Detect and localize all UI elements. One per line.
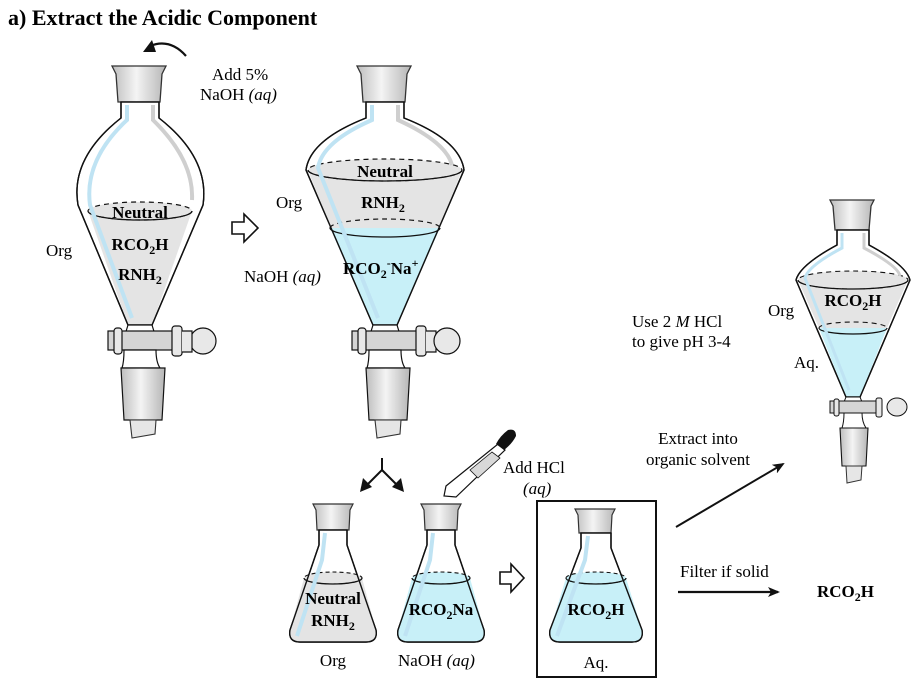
flask-organic: Neutral RNH2 Org	[289, 503, 377, 670]
flask-label-aq: Aq.	[583, 653, 608, 672]
stopper-icon	[312, 503, 354, 531]
reagent-label-hcl: Add HCl	[503, 458, 565, 477]
content-neutral: Neutral	[305, 589, 361, 608]
content-neutral: Neutral	[112, 203, 168, 222]
content-rco2h: RCO2H	[111, 235, 168, 257]
layer-label-org: Org	[768, 301, 795, 320]
aqueous-layer	[330, 228, 440, 325]
organic-layer	[289, 578, 377, 642]
stopper-icon	[420, 503, 462, 531]
flask-aqueous: RCO2Na NaOH (aq)	[397, 503, 485, 670]
stopper-icon	[110, 65, 168, 103]
content-neutral: Neutral	[357, 162, 413, 181]
stopcock-handle	[189, 327, 217, 355]
drip-tip	[374, 419, 402, 439]
extract-label-line1: Extract into	[658, 429, 738, 448]
content-rnh2: RNH2	[311, 611, 355, 633]
section-title: a) Extract the Acidic Component	[8, 5, 318, 30]
layer-label-aq: Aq.	[794, 353, 819, 372]
content-rco2h: RCO2H	[567, 600, 624, 622]
organic-layer	[308, 170, 462, 228]
content-rnh2: RNH2	[118, 265, 162, 287]
stem-joint	[120, 367, 166, 421]
next-step-arrow-icon	[231, 212, 260, 244]
content-rco2h: RCO2H	[824, 291, 881, 313]
layer-label-naoh: NaOH (aq)	[244, 267, 321, 286]
extract-arrow	[675, 462, 785, 528]
separatory-funnel-2: Neutral RNH2 RCO2-Na+ Org NaOH (aq)	[244, 65, 465, 439]
content-rnh2: RNH2	[361, 193, 405, 215]
layer-label-org: Org	[46, 241, 73, 260]
drip-tip	[129, 419, 157, 439]
flask-label-naoh: NaOH (aq)	[398, 651, 475, 670]
stopper-icon	[828, 199, 876, 231]
arrow-head-icon	[143, 40, 156, 52]
aqueous-layer	[819, 328, 887, 397]
highlight-box	[536, 500, 657, 678]
split-arrow-icon	[360, 458, 404, 492]
product-rco2h: RCO2H	[817, 582, 874, 604]
dropper-icon	[443, 429, 516, 498]
separatory-funnel-3: RCO2H Org Aq.	[768, 199, 911, 484]
separatory-funnel-1: Add 5% NaOH (aq) Org Neutral RCO2H RNH2	[46, 40, 277, 439]
reagent-label-line2: NaOH (aq)	[200, 85, 277, 104]
flask-label-org: Org	[320, 651, 347, 670]
organic-layer	[88, 211, 192, 325]
next-step-arrow-icon	[499, 561, 526, 595]
stopper-icon	[574, 508, 616, 534]
stopcock-handle	[433, 327, 461, 355]
content-carboxylate: RCO2-Na+	[343, 256, 419, 281]
filter-label: Filter if solid	[680, 562, 769, 581]
content-rco2na: RCO2Na	[409, 600, 474, 622]
stopcock-handle	[886, 397, 908, 417]
reagent-label-aq: (aq)	[523, 479, 552, 498]
organic-layer	[798, 280, 908, 328]
stopper-icon	[355, 65, 413, 103]
layer-label-org: Org	[276, 193, 303, 212]
reagent-label-line1: Add 5%	[212, 65, 268, 84]
remove-stopper-arrow	[149, 42, 187, 57]
extract-label-line2: organic solvent	[646, 450, 750, 469]
flask-acidified: RCO2H Aq.	[549, 508, 643, 672]
note-line1: Use 2 M HCl	[632, 312, 722, 331]
note-line2: to give pH 3-4	[632, 332, 731, 351]
